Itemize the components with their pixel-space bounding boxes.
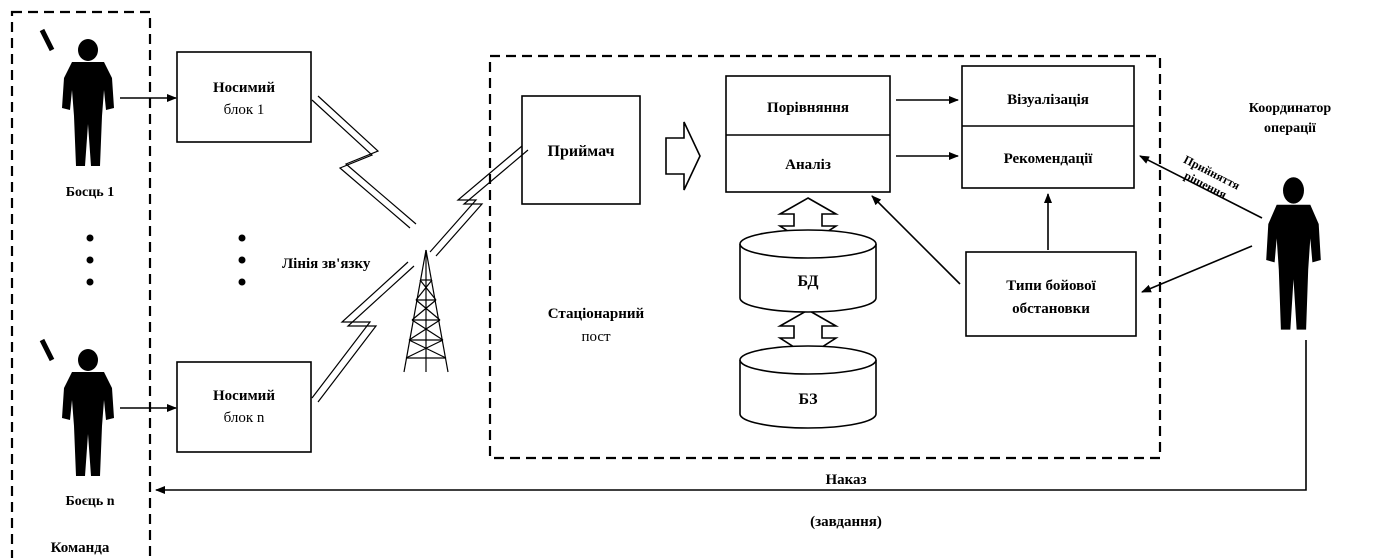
situation-types-line2: обстановки — [1012, 301, 1090, 317]
radio-link-unitn-icon — [311, 261, 415, 403]
receiver-box — [521, 95, 641, 205]
unit-n-line1: Носимий — [213, 388, 275, 404]
visualization-recommendations-box — [961, 65, 1135, 189]
arrow-coordinator-to-recommendations — [1139, 155, 1263, 219]
fighters-ellipsis-icon — [86, 234, 94, 286]
database-cylinder-icon — [739, 229, 877, 313]
unit-1-line1: Носимий — [213, 80, 275, 96]
post-label-line2: пост — [581, 329, 611, 345]
team-frame — [10, 10, 152, 558]
situation-types-box — [965, 251, 1137, 337]
fighter-n-label: Боєць n — [65, 494, 114, 509]
link-label: Лінія зв'язку — [282, 256, 371, 272]
unit-n-box — [176, 361, 312, 453]
stationary-post-frame — [488, 54, 1162, 460]
units-ellipsis-icon — [238, 234, 246, 286]
soldier-1-icon — [39, 28, 114, 166]
unit-n-line2: блок n — [224, 410, 265, 426]
unit-1-line2: блок 1 — [224, 102, 265, 118]
recommendations-label: Рекомендації — [1004, 151, 1094, 167]
compare-analysis-box — [725, 75, 891, 193]
visualization-label: Візуалізація — [1007, 92, 1089, 108]
unit-1-box — [176, 51, 312, 143]
situation-types-line1: Типи бойової — [1006, 278, 1096, 294]
db-label: БД — [798, 273, 819, 290]
post-label-line1: Стаціонарний — [548, 306, 645, 322]
fighter-1-label: Босць 1 — [66, 185, 114, 200]
analysis-label: Аналіз — [785, 157, 831, 173]
soldier-n-icon — [39, 338, 114, 476]
coordinator-label-line1: Координатор — [1249, 101, 1332, 116]
coordinator-label-line2: операції — [1264, 121, 1316, 136]
radio-link-receiver-icon — [429, 145, 529, 257]
receiver-label: Приймач — [548, 143, 615, 160]
order-label-line2: (завдання) — [810, 514, 882, 530]
team-label: Команда — [51, 540, 110, 556]
radio-tower-icon — [403, 249, 449, 373]
arrow-situations-to-analysis — [871, 195, 961, 285]
arrow-order-to-team — [155, 340, 1307, 494]
coordinator-soldier-icon — [1266, 177, 1321, 330]
arrow-coordinator-to-situations — [1141, 245, 1253, 293]
compare-label: Порівняння — [767, 100, 849, 116]
kb-label: БЗ — [798, 391, 818, 408]
order-label-line1: Наказ — [825, 472, 866, 488]
block-arrow-icon — [665, 121, 701, 191]
knowledge-base-cylinder-icon — [739, 345, 877, 429]
radio-link-unit1-icon — [311, 95, 417, 229]
